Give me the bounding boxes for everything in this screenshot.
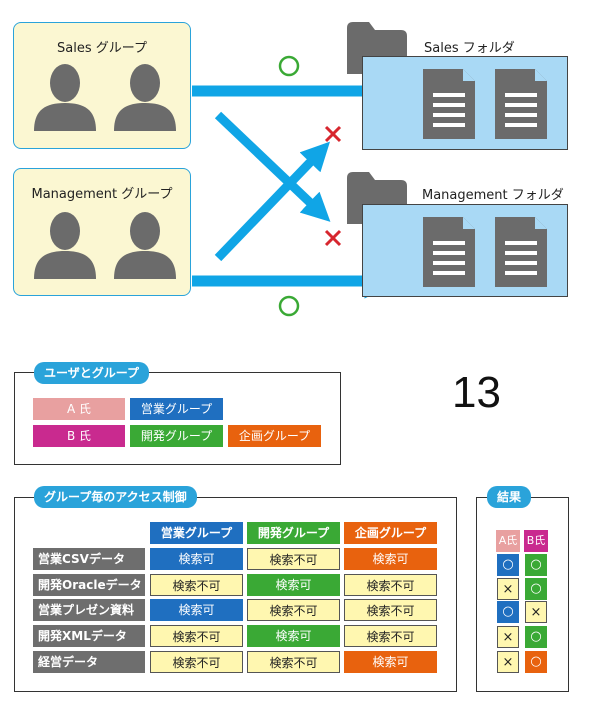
legend-person-a: A 氏	[33, 398, 125, 420]
access-diagram-graphics	[192, 55, 400, 317]
access-column-header: 開発グループ	[247, 522, 340, 544]
sales-folder-panel	[362, 56, 568, 150]
access-row-label: 営業プレゼン資料	[33, 599, 145, 621]
ng-cross-icon	[324, 229, 342, 247]
access-cell: 検索不可	[247, 599, 340, 621]
access-cell: 検索可	[150, 548, 243, 570]
access-cell: 検索可	[150, 599, 243, 621]
result-header: A氏	[496, 530, 520, 552]
document-icon	[495, 217, 547, 287]
result-ng-cell: ×	[497, 578, 519, 600]
result-ok-cell: ○	[525, 626, 547, 648]
user-icon	[34, 64, 96, 131]
document-icon	[495, 69, 547, 139]
management-to-sales-arrow	[214, 141, 330, 262]
access-cell: 検索不可	[150, 651, 243, 673]
access-column-header: 営業グループ	[150, 522, 243, 544]
result-ok-cell: ○	[525, 578, 547, 600]
access-title: グループ毎のアクセス制御	[34, 486, 197, 508]
sales-to-management-arrow	[214, 111, 331, 222]
access-cell: 検索可	[344, 548, 437, 570]
result-ok-cell: ○	[497, 601, 519, 623]
result-frame	[476, 497, 569, 692]
user-silhouettes	[34, 64, 176, 131]
access-cell: 検索不可	[150, 574, 243, 596]
access-cell: 検索可	[344, 651, 437, 673]
access-cell: 検索不可	[150, 625, 243, 647]
access-cell: 検索不可	[344, 574, 437, 596]
documents	[423, 69, 547, 139]
page-number: 13	[452, 368, 501, 417]
document-icon	[423, 217, 475, 287]
ng-cross-icon	[324, 125, 342, 143]
legend-title: ユーザとグループ	[34, 362, 150, 384]
access-row-label: 開発Oracleデータ	[33, 574, 145, 596]
management-group-box: Management グループ	[13, 168, 191, 296]
management-folder-label: Management フォルダ	[422, 188, 564, 203]
sales-folder-label: Sales フォルダ	[424, 41, 515, 56]
document-icon	[423, 69, 475, 139]
legend-person-b: B 氏	[33, 425, 125, 447]
access-cell: 検索不可	[344, 599, 437, 621]
access-row-label: 営業CSVデータ	[33, 548, 145, 570]
ok-circle-icon	[278, 295, 300, 317]
documents	[423, 217, 547, 287]
user-icon	[114, 212, 176, 279]
result-ng-cell: ×	[497, 651, 519, 673]
result-ng-cell: ×	[525, 601, 547, 623]
management-group-label: Management グループ	[31, 187, 173, 202]
ok-circle-icon	[278, 55, 300, 77]
result-ok-cell: ○	[497, 554, 519, 576]
access-cell: 検索不可	[247, 651, 340, 673]
user-icon	[34, 212, 96, 279]
access-row-label: 開発XMLデータ	[33, 625, 145, 647]
legend-plan-group: 企画グループ	[228, 425, 321, 447]
result-title: 結果	[487, 486, 532, 508]
user-icon	[114, 64, 176, 131]
access-cell: 検索可	[247, 574, 340, 596]
result-ng-cell: ×	[497, 626, 519, 648]
legend-dev-group: 開発グループ	[130, 425, 223, 447]
access-cell: 検索不可	[344, 625, 437, 647]
legend-sales-group: 営業グループ	[130, 398, 223, 420]
access-cell: 検索不可	[247, 548, 340, 570]
access-cell: 検索可	[247, 625, 340, 647]
access-column-header: 企画グループ	[344, 522, 437, 544]
user-silhouettes	[34, 212, 176, 279]
access-row-label: 経営データ	[33, 651, 145, 673]
result-ok-cell: ○	[525, 554, 547, 576]
result-header: B氏	[524, 530, 548, 552]
sales-group-label: Sales グループ	[57, 41, 147, 56]
sales-group-box: Sales グループ	[13, 22, 191, 149]
result-ok-cell: ○	[525, 651, 547, 673]
management-folder-panel	[362, 204, 568, 297]
